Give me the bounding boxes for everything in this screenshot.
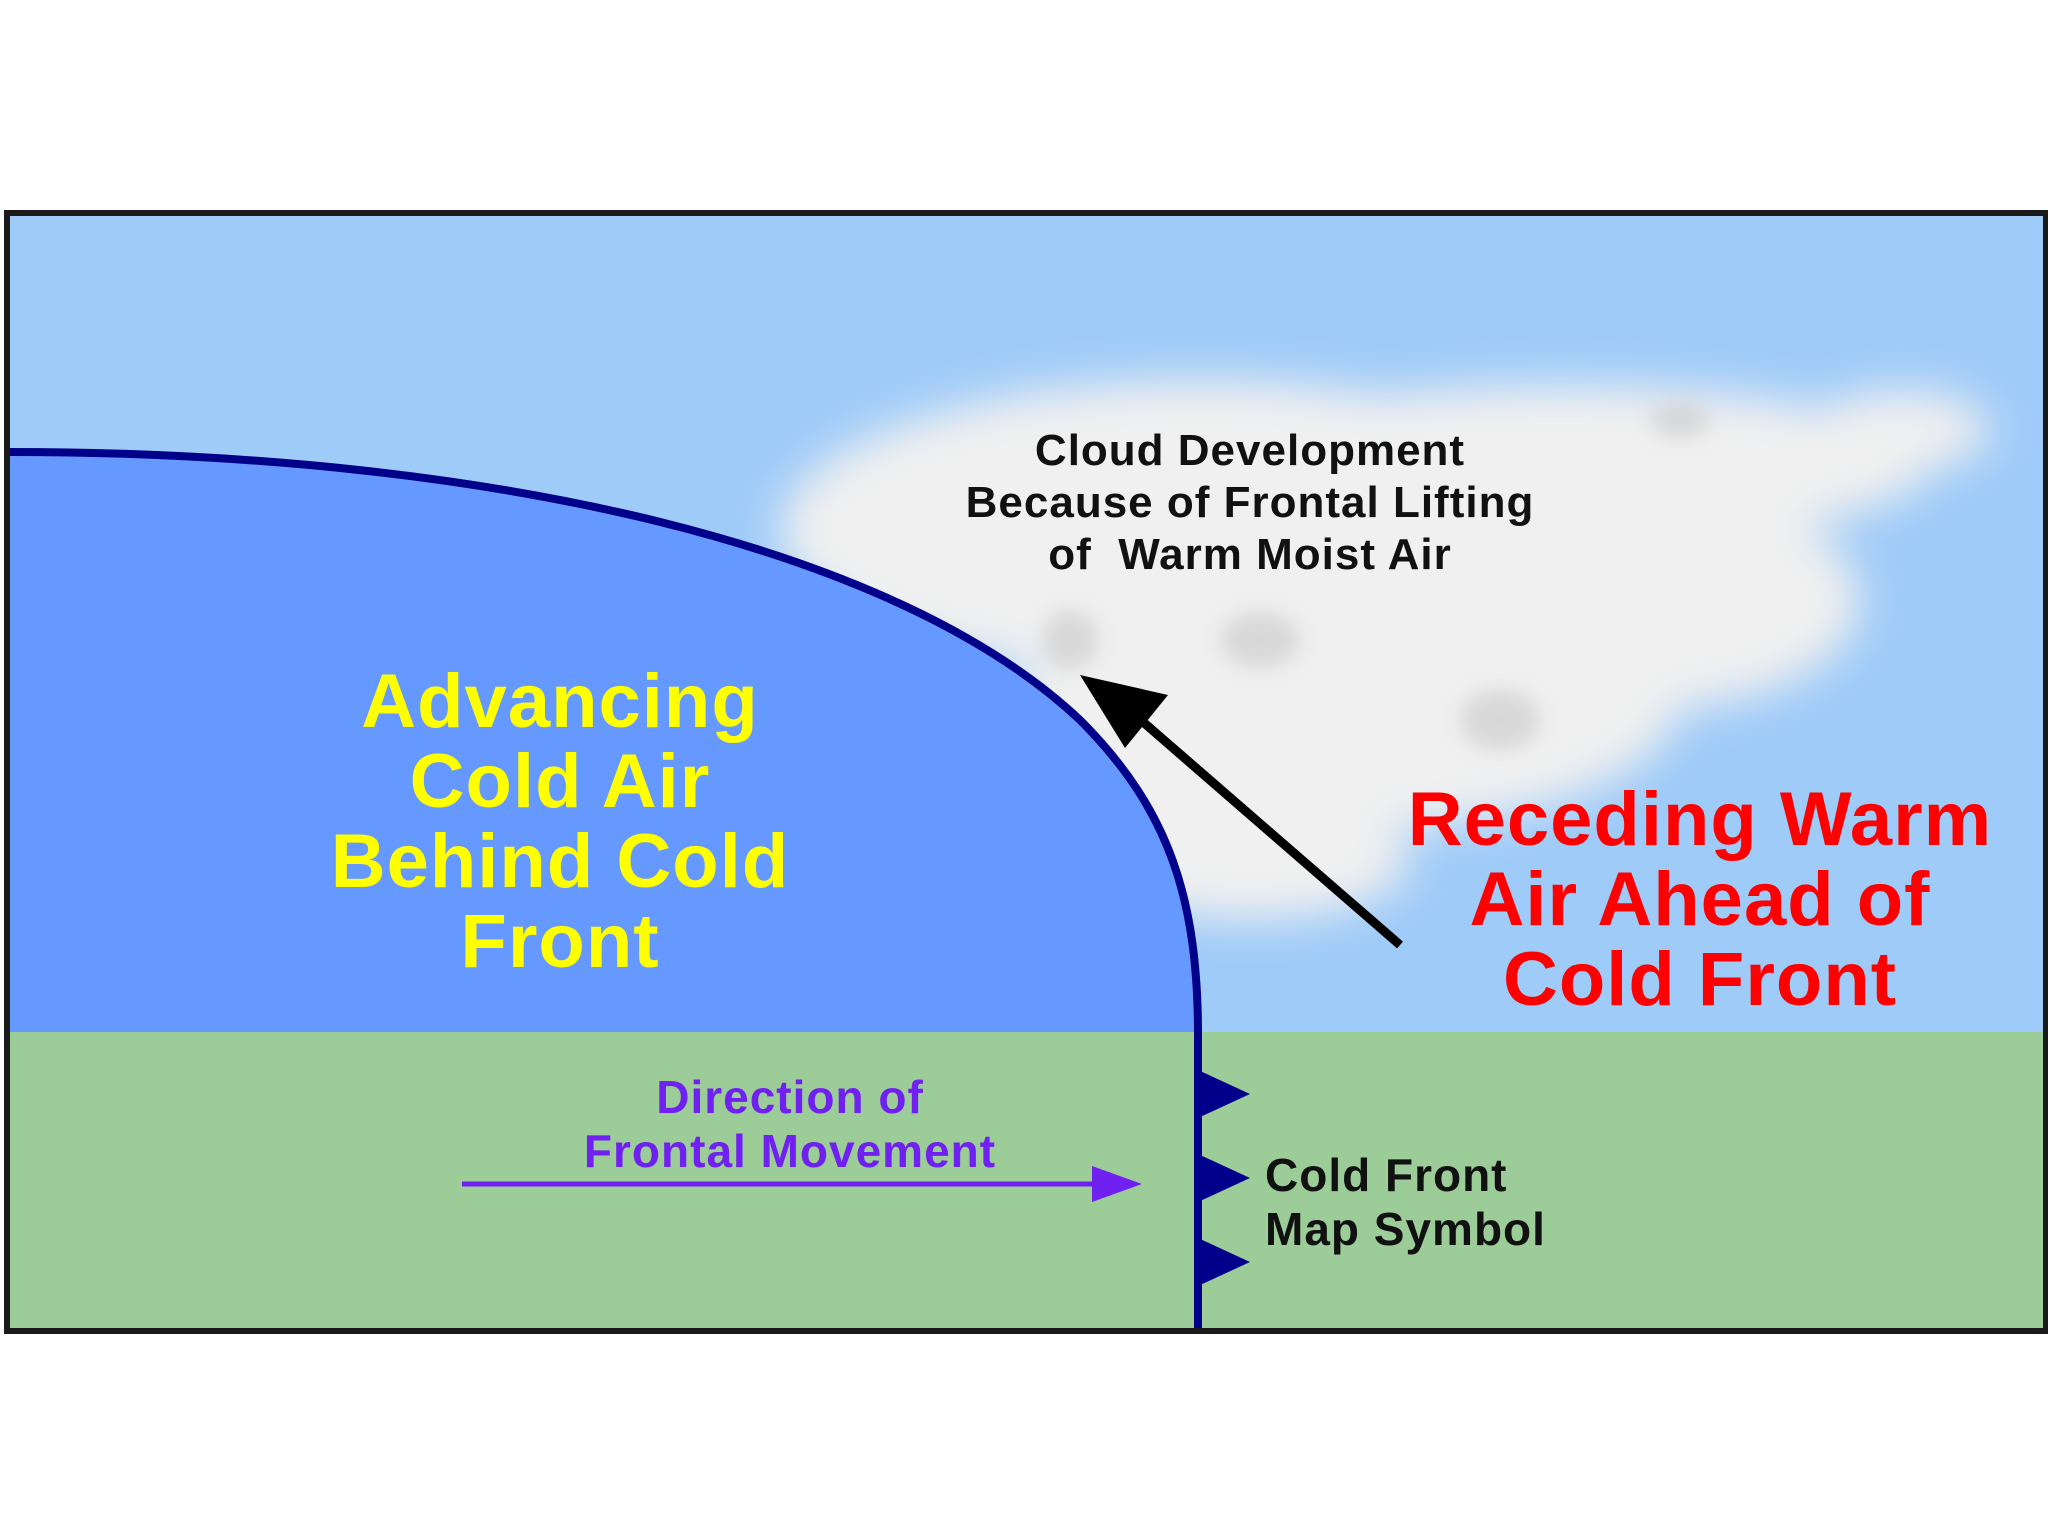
cold-air-mass: [10, 452, 1198, 1036]
cold-front-triangle: [1198, 1154, 1250, 1202]
symbol-label-line: Cold Front: [1265, 1149, 1508, 1201]
direction-arrow: [462, 1166, 1142, 1202]
warm-air-label-line: Cold Front: [1502, 937, 1898, 1022]
cold-front-symbol: [1198, 1070, 1250, 1286]
cold-air-label-line: Front: [460, 899, 660, 984]
lifting-arrow: [1080, 675, 1403, 949]
frontal-boundary-line: [10, 448, 1202, 1329]
cloud-label-line: Cloud Development: [1034, 426, 1466, 475]
cloud-label-line: of Warm Moist Air: [1048, 530, 1452, 579]
cloud-label-line: Because of Frontal Lifting: [965, 478, 1535, 527]
cold-air-label-line: Advancing: [361, 659, 759, 744]
direction-label-line: Direction of: [656, 1071, 924, 1123]
warm-air-label-line: Air Ahead of: [1469, 857, 1931, 942]
cold-air-label: Advancing Cold Air Behind Cold Front: [300, 662, 820, 982]
cold-air-label-line: Behind Cold: [330, 819, 790, 904]
warm-air-label-line: Receding Warm: [1407, 777, 1993, 862]
cloud-development-label: Cloud Development Because of Frontal Lif…: [880, 425, 1620, 581]
symbol-label-line: Map Symbol: [1265, 1203, 1546, 1255]
diagram-frame: [4, 210, 2048, 1334]
warm-air-label: Receding Warm Air Ahead of Cold Front: [1380, 780, 2020, 1020]
cold-front-triangle: [1198, 1070, 1250, 1118]
ground-region: [10, 1032, 2045, 1329]
cold-front-triangle: [1198, 1238, 1250, 1286]
direction-of-movement-label: Direction of Frontal Movement: [520, 1070, 1060, 1178]
cloud-shading: [1042, 402, 1710, 750]
cold-air-label-line: Cold Air: [409, 739, 711, 824]
map-symbol-label: Cold Front Map Symbol: [1265, 1148, 1546, 1256]
direction-label-line: Frontal Movement: [583, 1125, 997, 1177]
